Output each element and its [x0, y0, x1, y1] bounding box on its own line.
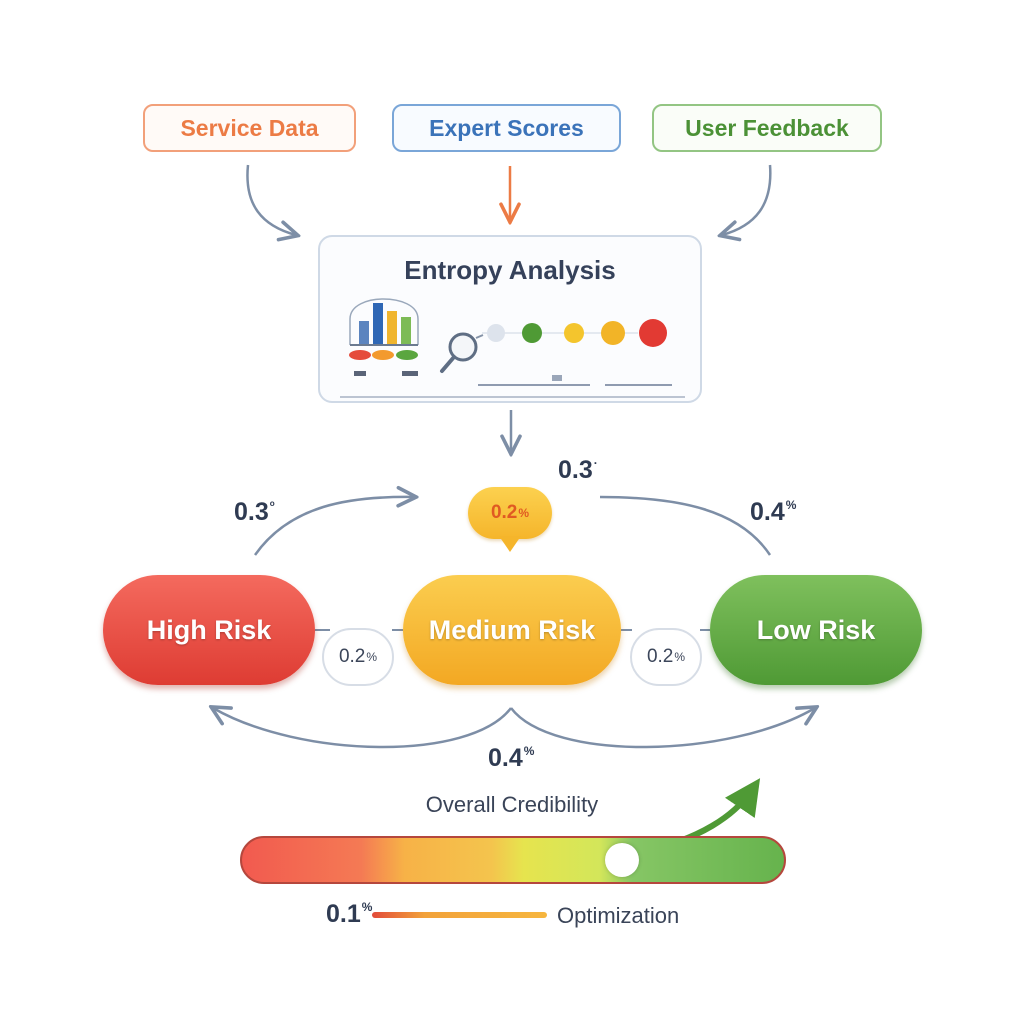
optimization-value: 0.1%: [326, 900, 373, 928]
indicator-dot: [487, 324, 505, 342]
weight-bottom: 0.4%: [488, 744, 535, 772]
medium-risk-node: Medium Risk: [403, 575, 621, 685]
optimization-line: [372, 912, 547, 918]
arc-bottom-to-high: [213, 708, 512, 749]
magnifier-icon: [440, 332, 484, 373]
overall-credibility-label: Overall Credibility: [425, 792, 599, 817]
weight-bubble: 0.2%: [468, 487, 552, 539]
indicator-dots: [482, 319, 667, 347]
arrow-user-to-analysis: [722, 164, 772, 235]
entropy-analysis-panel: Entropy Analysis: [318, 235, 702, 403]
arc-bottom-to-low: [510, 708, 815, 749]
arc-high-to-medium: [253, 497, 414, 556]
service-data-box: Service Data: [143, 104, 356, 152]
user-feedback-box: User Feedback: [652, 104, 882, 152]
analysis-illustration: [340, 298, 685, 398]
weight-right: 0.4%: [750, 498, 797, 526]
arrow-service-to-analysis: [246, 164, 296, 235]
weight-high-medium: 0.2%: [322, 628, 394, 686]
optimization-label: Optimization: [557, 903, 680, 928]
high-risk-node: High Risk: [103, 575, 315, 685]
indicator-dot: [564, 323, 584, 343]
credibility-knob: [605, 843, 640, 877]
bar-chart-icon: [349, 298, 419, 376]
indicator-dot: [522, 323, 542, 343]
indicator-dot: [601, 321, 625, 345]
entropy-analysis-title: Entropy Analysis: [404, 255, 616, 285]
low-risk-node: Low Risk: [710, 575, 922, 685]
weight-top-center: 0.3·: [558, 456, 598, 484]
weight-left: 0.3ᵒ: [234, 498, 275, 526]
credibility-bar: [240, 836, 786, 884]
arc-medium-to-low: [599, 495, 772, 556]
indicator-dot: [639, 319, 667, 347]
expert-scores-box: Expert Scores: [392, 104, 621, 152]
bubble-tail: [499, 536, 521, 552]
weight-medium-low: 0.2%: [630, 628, 702, 686]
